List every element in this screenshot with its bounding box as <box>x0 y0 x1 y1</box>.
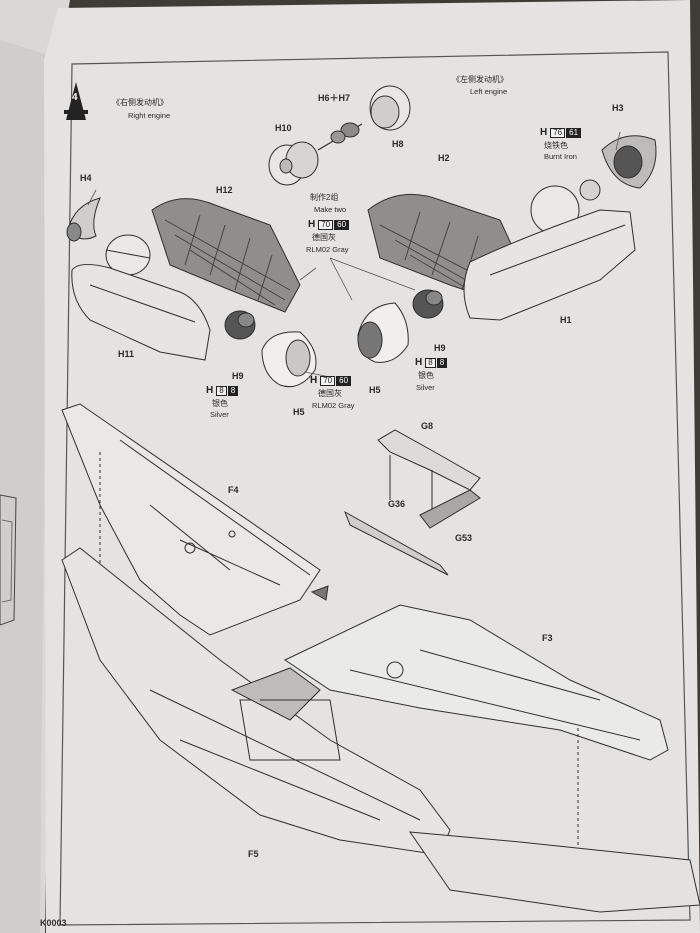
label-h5-left: H5 <box>369 385 381 395</box>
paint-gray-top-en: RLM02 Gray <box>306 245 349 254</box>
direction-arrow <box>310 585 329 601</box>
part-h8-ring <box>369 85 411 131</box>
label-f4: F4 <box>228 485 239 495</box>
part-h12-nacelle-top <box>151 198 301 313</box>
label-h6-h7: H6＋H7 <box>318 93 351 103</box>
part-g-frame <box>230 429 481 721</box>
part-h5-left-cowl <box>357 302 409 363</box>
label-h9-right: H9 <box>232 371 244 381</box>
label-h9-left: H9 <box>434 343 446 353</box>
label-g36: G36 <box>388 499 406 509</box>
paint-silver-right: H 8 8 <box>206 386 239 396</box>
paint-gray-top: H 70 60 <box>308 220 350 230</box>
part-f3-wing <box>283 604 700 913</box>
label-g53: G53 <box>455 533 473 543</box>
paint-burnt-iron: H 76 61 <box>540 128 582 138</box>
make-two-en: Make two <box>314 205 347 214</box>
paint-silver-left-en: Silver <box>416 383 435 392</box>
left-engine-title: 《左侧发动机》 <box>452 75 508 84</box>
label-h4: H4 <box>80 173 92 183</box>
part-h1-nacelle-bottom <box>463 209 636 321</box>
paint-silver-right-en: Silver <box>210 410 229 419</box>
label-g8: G8 <box>421 421 434 431</box>
part-h10-disk <box>268 141 319 186</box>
label-h1: H1 <box>560 315 572 325</box>
label-h11: H11 <box>118 349 135 359</box>
left-engine-title-en: Left engine <box>470 87 508 96</box>
paint-gray-top-cn: 德国灰 <box>312 233 336 242</box>
paint-gray-bottom-en: RLM02 Gray <box>312 401 355 410</box>
label-h8: H8 <box>392 139 404 149</box>
paint-gray-bottom-cn: 德国灰 <box>318 389 342 398</box>
label-h2: H2 <box>438 153 450 163</box>
label-f3: F3 <box>542 633 553 643</box>
paint-silver-left-cn: 银色 <box>418 371 434 380</box>
part-h4-spinner <box>66 197 101 242</box>
part-h3-spinner <box>601 135 657 189</box>
part-h9-left <box>412 289 444 319</box>
label-h5-right: H5 <box>293 407 305 417</box>
paint-silver-left: H 8 8 <box>415 358 448 368</box>
part-h6-h7-shaft <box>317 122 363 151</box>
paint-silver-right-cn: 银色 <box>212 399 228 408</box>
step-number-badge: 4 <box>62 80 90 122</box>
part-h11-nacelle-bottom <box>71 264 211 361</box>
part-h9-right <box>224 310 256 340</box>
label-h10: H10 <box>275 123 292 133</box>
part-h5-right-cowl <box>261 331 317 388</box>
step-number: 4 <box>72 92 78 103</box>
label-h12: H12 <box>216 185 233 195</box>
right-engine-title-en: Right engine <box>128 111 171 120</box>
label-f5: F5 <box>248 849 259 859</box>
page-number: K0003 <box>40 918 67 928</box>
make-two-cn: 制作2组 <box>310 193 339 202</box>
paint-burnt-iron-en: Burnt Iron <box>544 152 577 161</box>
diagram-drawing <box>61 85 700 913</box>
right-engine-title: 《右侧发动机》 <box>112 98 168 107</box>
label-h3: H3 <box>612 103 624 113</box>
paint-burnt-iron-cn: 烧铁色 <box>544 141 568 150</box>
paint-gray-bottom: H 70 60 <box>310 376 352 386</box>
